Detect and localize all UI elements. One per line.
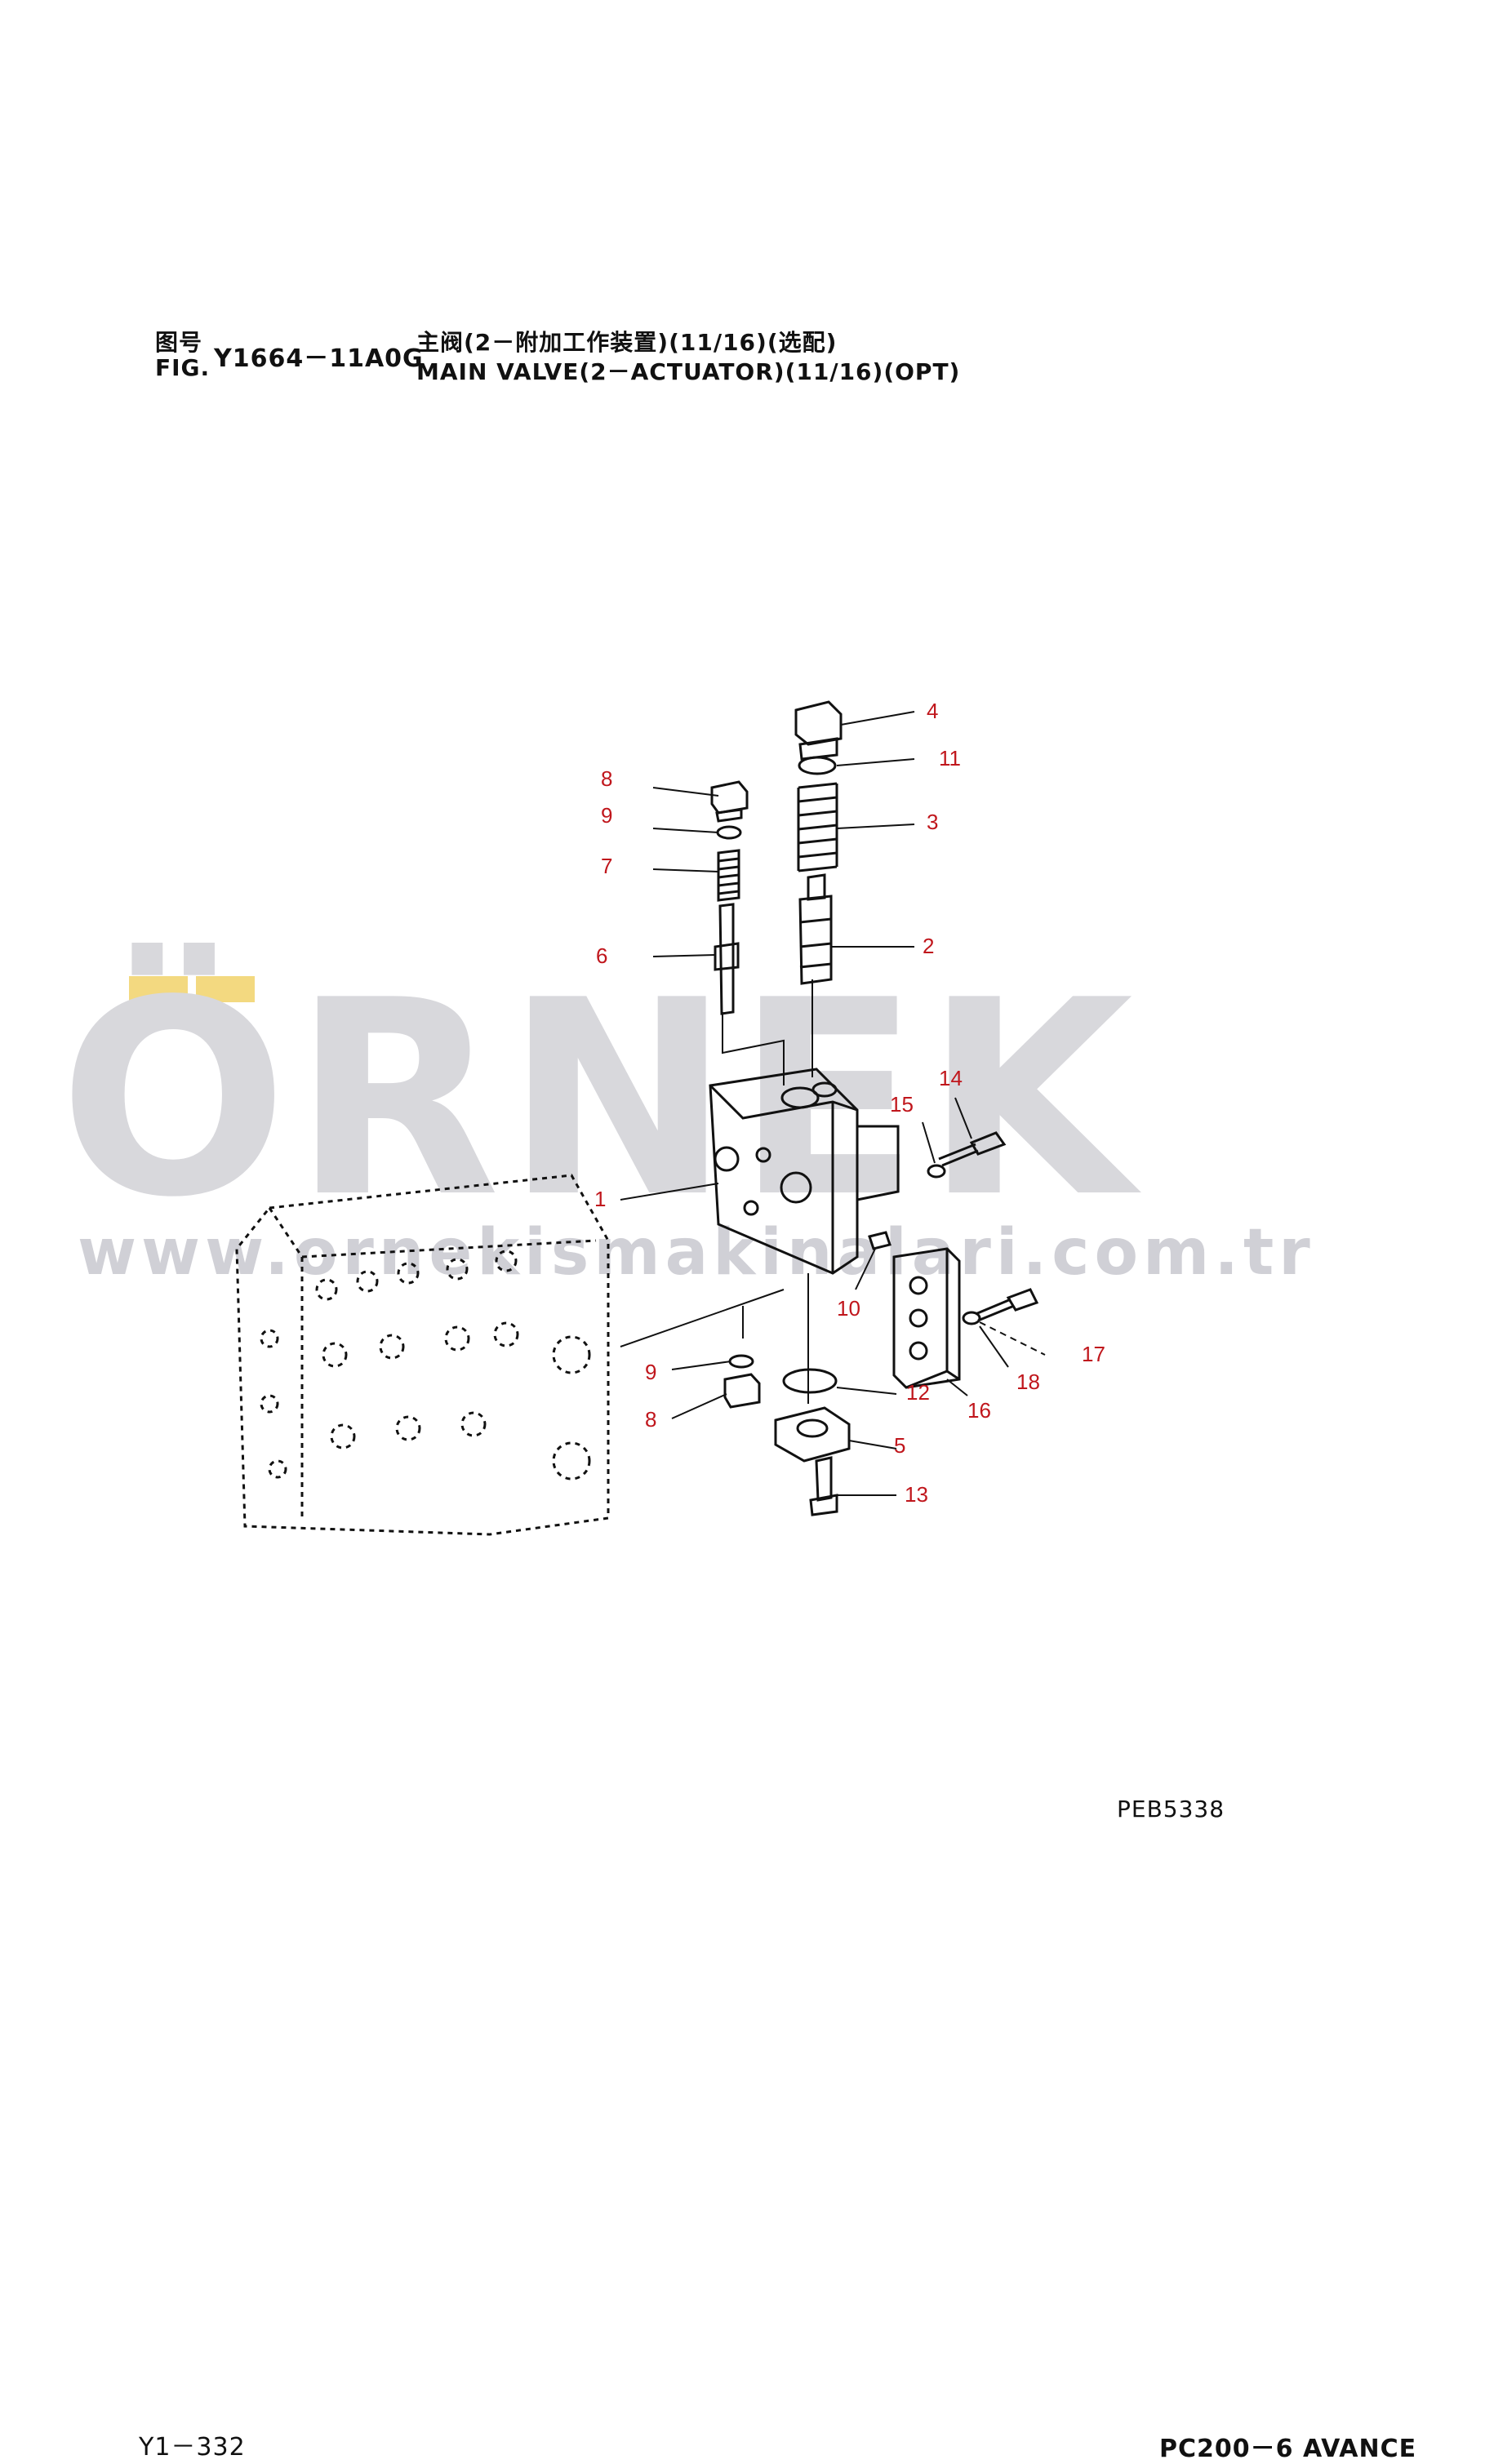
callout-17: 17 [1082,1342,1105,1366]
callout-18: 18 [1016,1370,1040,1394]
callout-8-bottom: 8 [645,1407,656,1432]
part-2-spool [798,873,833,985]
callout-9-top: 9 [601,803,612,828]
callout-1: 1 [594,1187,606,1211]
main-valve-housing [235,1174,610,1536]
part-9-o-ring-top [716,825,742,840]
part-3-spring [797,782,838,872]
drawing-code-ref: PEB5338 [1117,1796,1225,1822]
part-5-flange [774,1406,851,1463]
part-6-poppet [714,903,740,1015]
callout-2: 2 [923,934,934,958]
callout-4: 4 [927,699,938,723]
part-12-o-ring [782,1368,838,1394]
callout-5: 5 [894,1433,905,1458]
part-9-o-ring-bottom [728,1354,754,1369]
part-18-washer [962,1311,981,1325]
part-7-spring [717,849,740,902]
callout-16: 16 [967,1398,991,1423]
fig-label-en: FIG. [155,354,211,381]
callout-7: 7 [601,854,612,878]
part-16-plate [892,1247,961,1389]
callout-11: 11 [939,746,961,770]
watermark-umlaut-dot [129,976,188,1002]
title-en: MAIN VALVE(2－ACTUATOR)(11/16)(OPT) [416,358,961,385]
callout-3: 3 [927,810,938,834]
exploded-parts-diagram: 4 11 3 2 8 9 7 6 1 14 15 10 9 8 12 5 13 … [235,699,1105,1536]
part-11-o-ring [798,756,837,775]
part-15-washer [927,1164,946,1179]
watermark-url: www.ornekismakinalari.com.tr [78,1216,1315,1290]
part-1-valve-section [709,1068,900,1275]
watermark-brand: ÖRNEK [59,943,1138,1256]
fig-code: Y1664－11A0G [214,344,424,373]
part-4-plug [794,700,843,761]
part-8-plug-bottom [723,1373,761,1409]
page-number: Y1－332 [139,2433,246,2462]
callout-10: 10 [837,1296,860,1321]
part-14-bolt [938,1131,1007,1167]
callout-15: 15 [890,1092,914,1117]
machine-model: PC200－6 AVANCE [1159,2435,1417,2463]
callout-6: 6 [596,943,607,968]
fig-label-cn: 图号 [155,329,203,356]
watermark-umlaut-dot [196,976,255,1002]
part-10-plug [868,1231,892,1250]
callout-12: 12 [906,1380,930,1405]
callout-14: 14 [939,1066,963,1090]
part-8-plug-top [710,780,749,823]
callout-9-bottom: 9 [645,1360,656,1384]
part-13-bolt [809,1456,838,1516]
callout-8-top: 8 [601,766,612,791]
part-17-bolt [975,1288,1039,1322]
callout-13: 13 [905,1482,928,1507]
title-cn: 主阀(2－附加工作装置)(11/16)(选配) [416,329,838,356]
